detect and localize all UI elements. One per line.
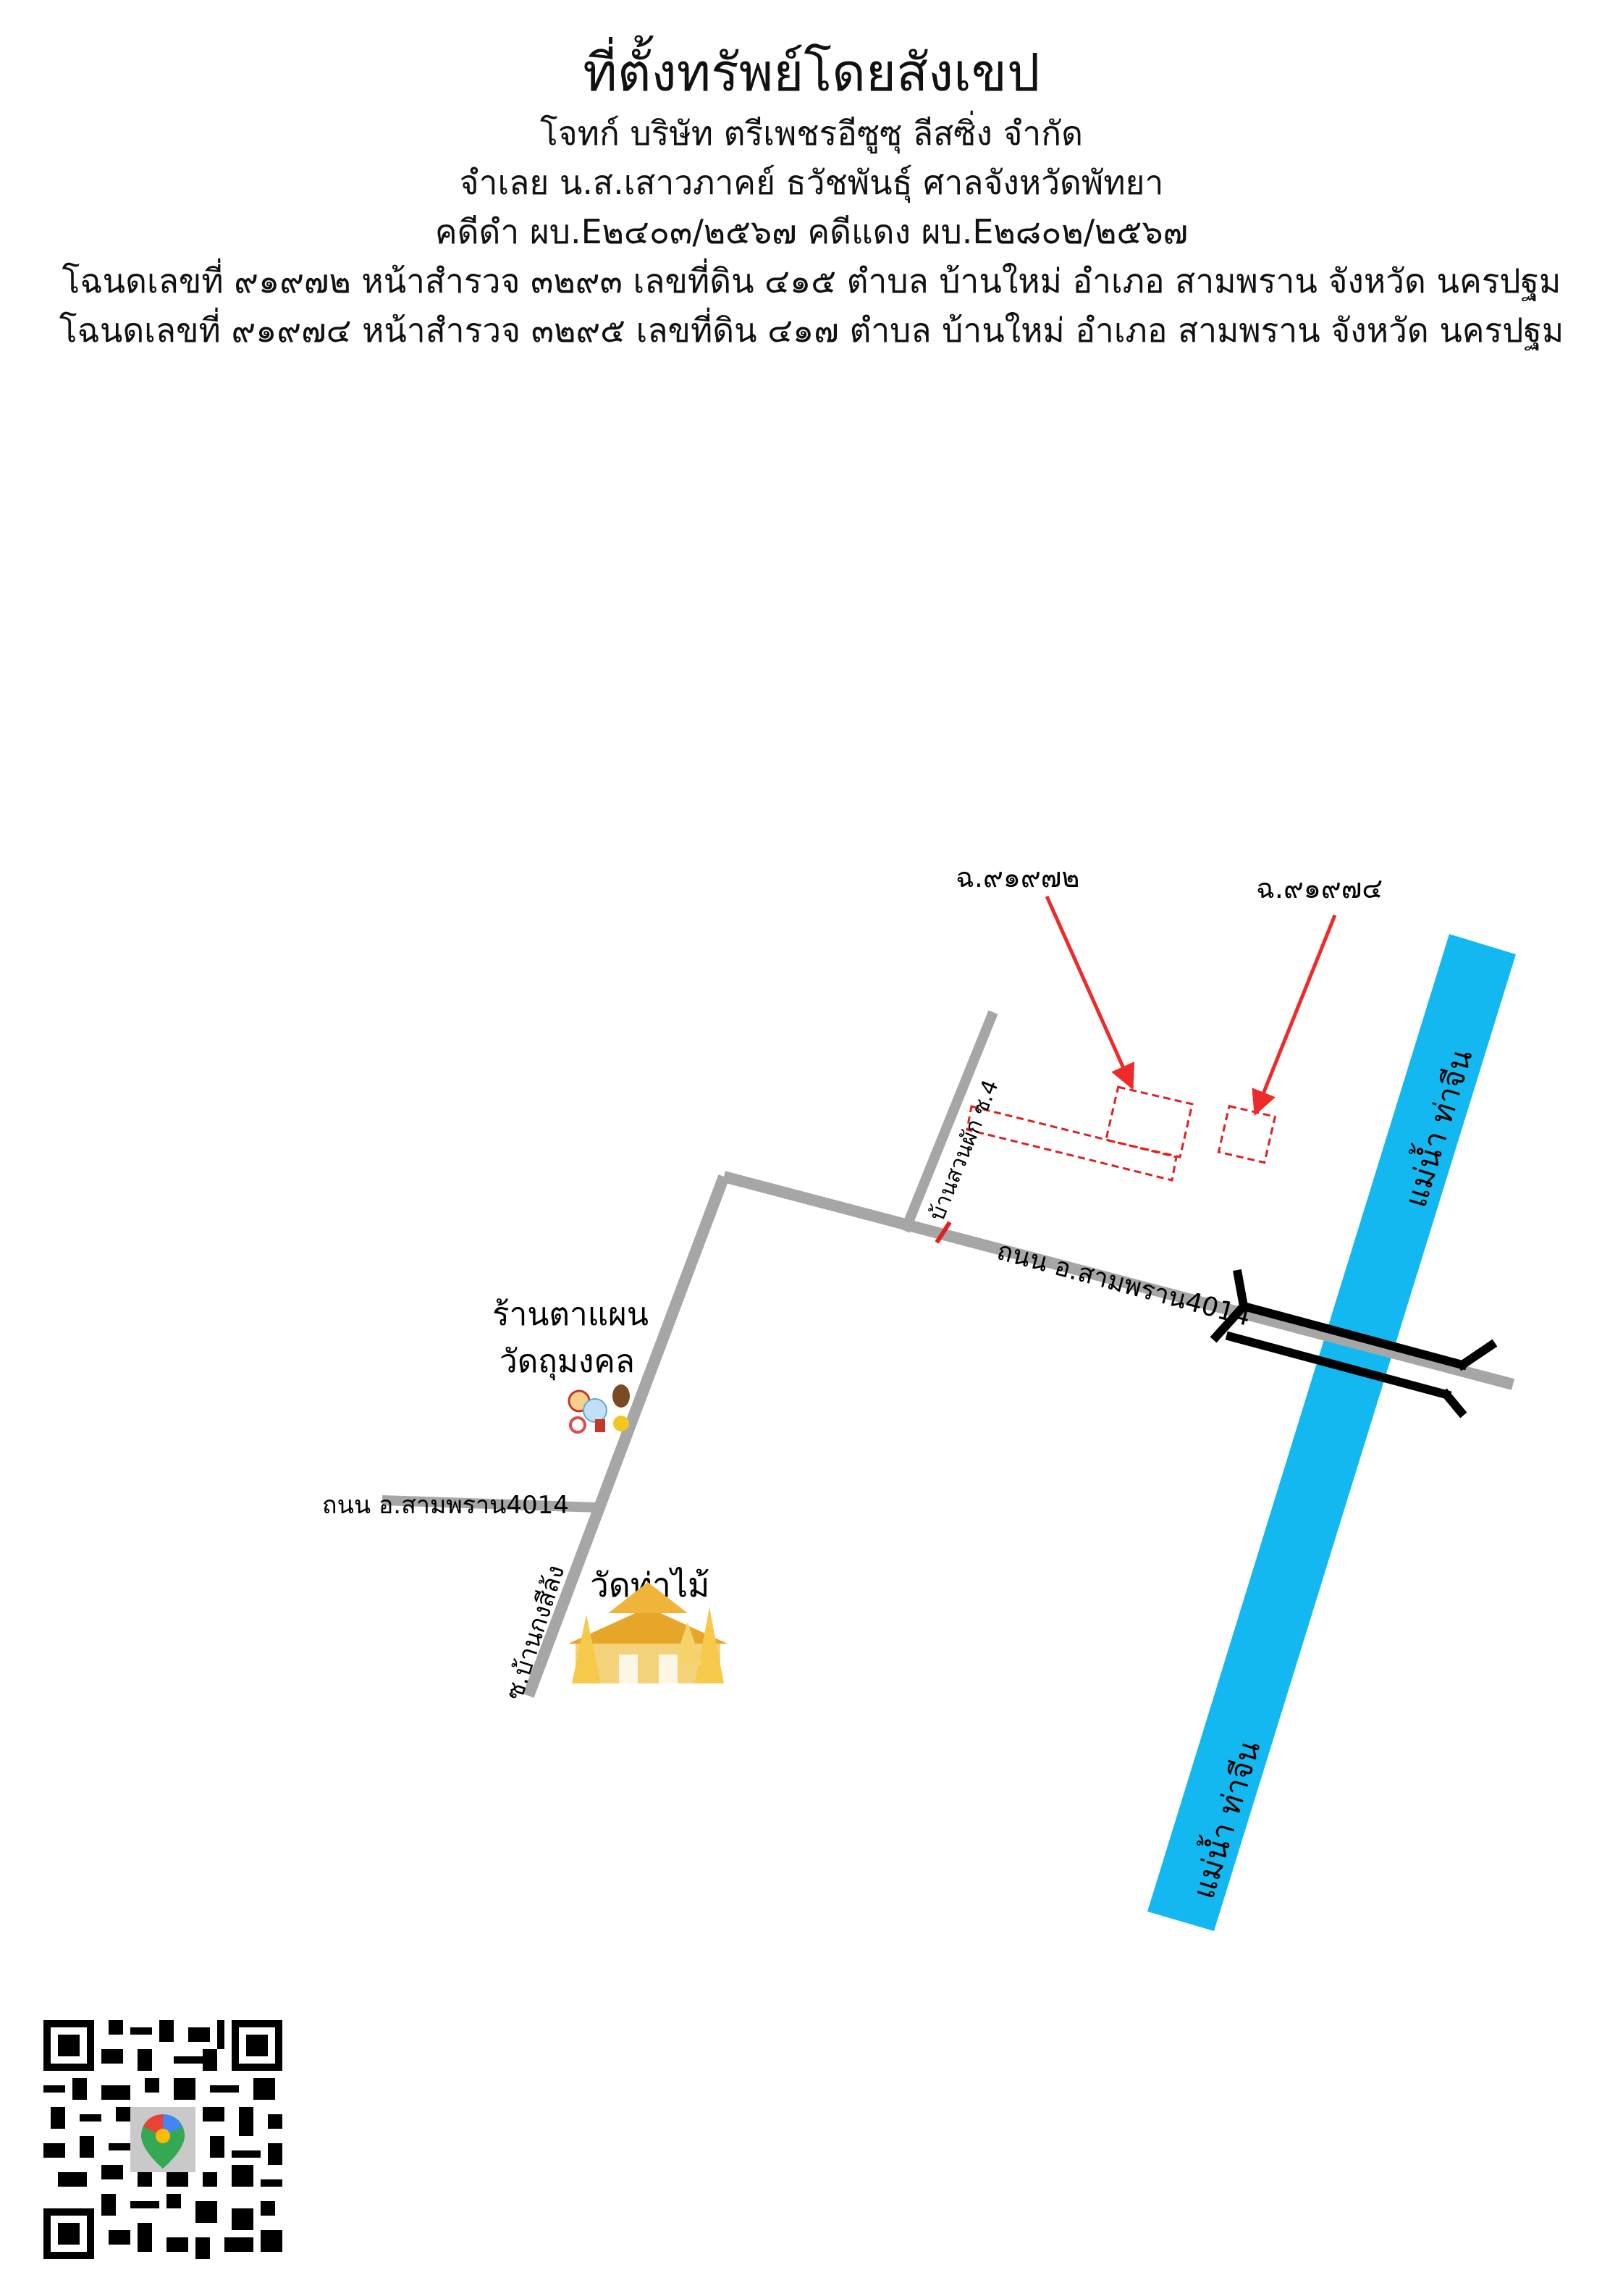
qr-code-icon[interactable] [43, 2020, 282, 2259]
land-plot-91974 [1217, 1104, 1277, 1164]
main-road [722, 1171, 1515, 1390]
case-number-line: คดีดำ ผบ.E๒๔๐๓/๒๕๖๗ คดีแดง ผบ.E๒๘๐๒/๒๕๖๗ [434, 212, 1189, 251]
map-pin-icon [130, 2107, 195, 2172]
page-title: ที่ตั้งทรัพย์โดยสังเขป [583, 42, 1040, 103]
temple-icon [568, 1582, 728, 1683]
shop-label-1: ร้านตาแผน [492, 1296, 649, 1333]
arrow-to-plot-91974 [1252, 914, 1337, 1117]
arrow-to-plot-91972 [1045, 895, 1135, 1090]
bridge [1210, 1269, 1498, 1418]
river [1147, 934, 1516, 1931]
side-road-label: ถนน อ.สามพราน4014 [322, 1491, 569, 1520]
plot-label-91974: ฉ.๙๑๙๗๔ [1256, 872, 1383, 904]
land-plot-strip [966, 1105, 1178, 1182]
deed-line-1: โฉนดเลขที่ ๙๑๙๗๒ หน้าสำรวจ ๓๒๙๓ เลขที่ดิ… [62, 261, 1561, 300]
shop-label-2: วัดถุมงคล [499, 1343, 635, 1381]
western-road [523, 1174, 730, 1698]
side-road [381, 1495, 598, 1513]
plot-label-91972: ฉ.๙๑๙๗๒ [956, 862, 1079, 893]
soi-road [900, 1010, 998, 1233]
amulet-shop-icon [568, 1384, 630, 1434]
plaintiff-line: โจทก์ บริษัท ตรีเพชรอีซูซุ ลีสซิ่ง จำกัด [540, 114, 1083, 153]
main-road-label: ถนน อ.สามพราน4014 [994, 1236, 1254, 1332]
defendant-line: จำเลย น.ส.เสาวภาคย์ ธวัชพันธุ์ ศาลจังหวั… [459, 163, 1164, 202]
soi-entrance-mark [935, 1221, 952, 1244]
deed-line-2: โฉนดเลขที่ ๙๑๙๗๔ หน้าสำรวจ ๓๒๙๕ เลขที่ดิ… [59, 311, 1564, 350]
page-header: ที่ตั้งทรัพย์โดยสังเขป โจทก์ บริษัท ตรีเ… [0, 36, 1623, 355]
land-plot-91972 [1104, 1085, 1194, 1158]
